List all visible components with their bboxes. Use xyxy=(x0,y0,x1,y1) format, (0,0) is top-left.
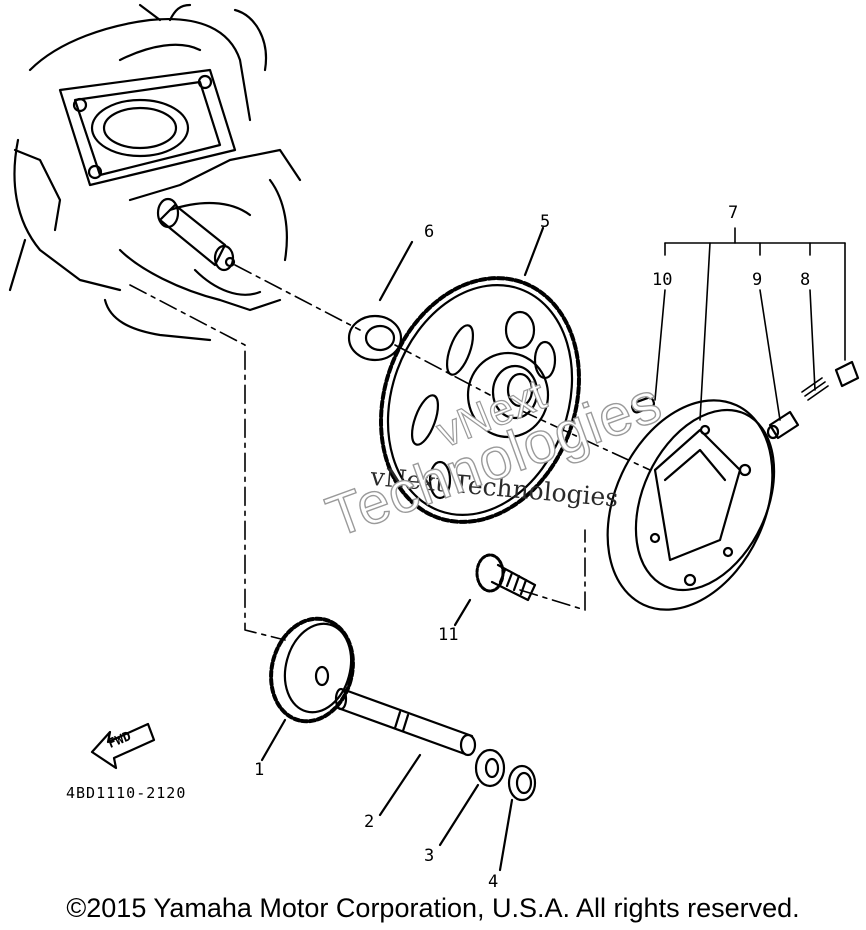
washer-3 xyxy=(438,748,506,847)
callout-7: 7 xyxy=(728,203,739,223)
starter-gear-5 xyxy=(379,226,581,524)
callout-1: 1 xyxy=(254,760,265,780)
callout-6: 6 xyxy=(424,222,435,242)
washer-6 xyxy=(347,240,414,362)
fwd-arrow-icon xyxy=(90,722,156,770)
callout-10: 10 xyxy=(652,270,673,290)
shaft-2 xyxy=(334,687,477,817)
starter-clutch-7 xyxy=(606,399,776,611)
callout-2: 2 xyxy=(364,812,375,832)
callout-bracket-7 xyxy=(654,227,846,421)
bolt-11 xyxy=(453,553,537,627)
circlip-4 xyxy=(498,764,537,872)
callout-8: 8 xyxy=(800,270,811,290)
idler-gear-1 xyxy=(260,616,355,762)
exploded-parts-diagram xyxy=(8,3,860,872)
engine-crankcase xyxy=(8,3,302,342)
small-parts xyxy=(630,360,860,440)
callout-4: 4 xyxy=(488,872,499,892)
callout-3: 3 xyxy=(424,846,435,866)
callout-11: 11 xyxy=(438,625,459,645)
crankcase-shaft xyxy=(156,197,236,272)
callout-5: 5 xyxy=(540,212,551,232)
part-code: 4BD1110-2120 xyxy=(66,784,187,802)
callout-9: 9 xyxy=(752,270,763,290)
copyright-notice: ©2015 Yamaha Motor Corporation, U.S.A. A… xyxy=(66,893,800,923)
